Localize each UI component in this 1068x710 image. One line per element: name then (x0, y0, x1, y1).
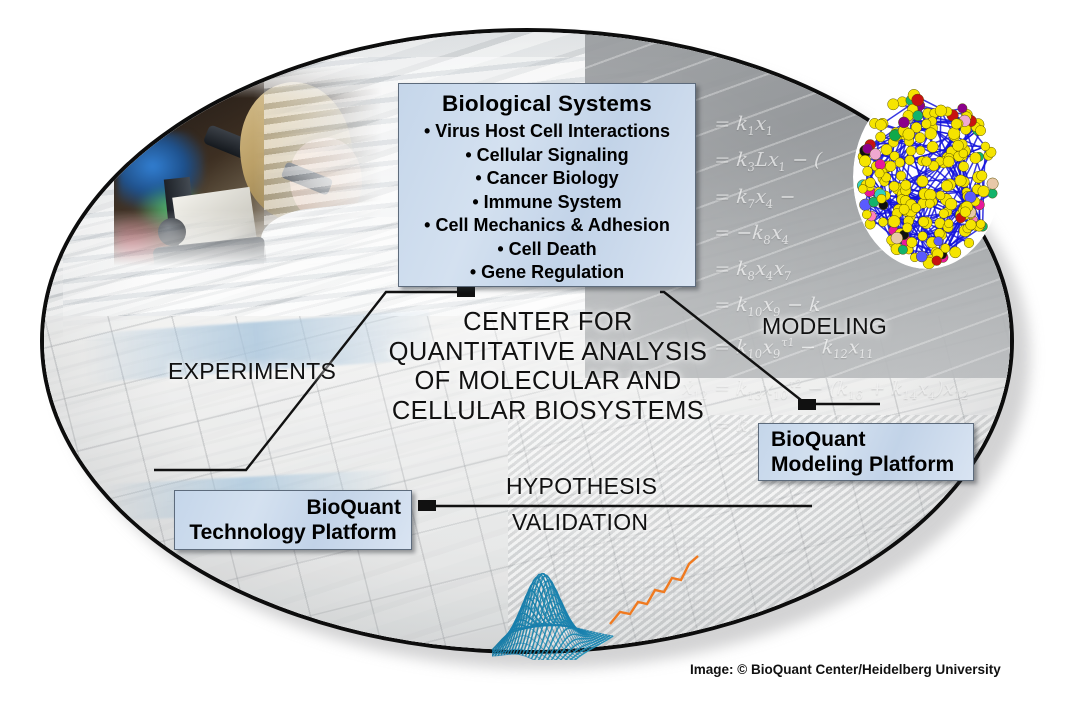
tech-platform-line2: Technology Platform (189, 521, 397, 544)
modeling-platform-line1: BioQuant (771, 428, 866, 451)
network-graph-sphere (851, 82, 1003, 272)
center-title-line1: CENTER FOR (463, 308, 633, 336)
biological-systems-item: • Cell Death (497, 238, 597, 259)
label-validation: VALIDATION (512, 509, 649, 535)
label-modeling: MODELING (762, 313, 888, 339)
biological-systems-item: • Cell Mechanics & Adhesion (424, 215, 670, 235)
biological-systems-list: • Virus Host Cell Interactions • Cellular… (399, 120, 695, 285)
biological-systems-item: • Cancer Biology (475, 168, 619, 188)
biological-systems-title: Biological Systems (442, 91, 652, 116)
center-title: CENTER FOR QUANTITATIVE ANALYSIS OF MOLE… (372, 308, 724, 426)
biological-systems-item: • Cellular Signaling (465, 144, 629, 165)
gaussian-surface-plot (485, 528, 728, 671)
biological-systems-item: • Virus Host Cell Interactions (423, 121, 671, 141)
label-experiments: EXPERIMENTS (168, 358, 337, 384)
label-hypothesis: HYPOTHESIS (506, 473, 658, 499)
tech-platform-line1: BioQuant (306, 496, 402, 519)
biological-systems-item: • Gene Regulation (469, 262, 625, 282)
modeling-platform-line2: Modeling Platform (771, 453, 955, 476)
biological-systems-box[interactable]: Biological Systems • Virus Host Cell Int… (398, 83, 696, 287)
center-title-line2: QUANTITATIVE ANALYSIS (388, 337, 708, 366)
image-credit: Image: © BioQuant Center/Heidelberg Univ… (690, 662, 1001, 677)
center-title-line3: OF MOLECULAR AND (414, 367, 682, 395)
bioquant-modeling-platform-box[interactable]: BioQuant Modeling Platform (758, 423, 974, 481)
microscope-photo (114, 66, 382, 266)
biological-systems-item: • Immune System (472, 191, 622, 212)
bioquant-technology-platform-box[interactable]: BioQuant Technology Platform (174, 490, 412, 550)
center-title-line4: CELLULAR BIOSYSTEMS (391, 396, 705, 425)
